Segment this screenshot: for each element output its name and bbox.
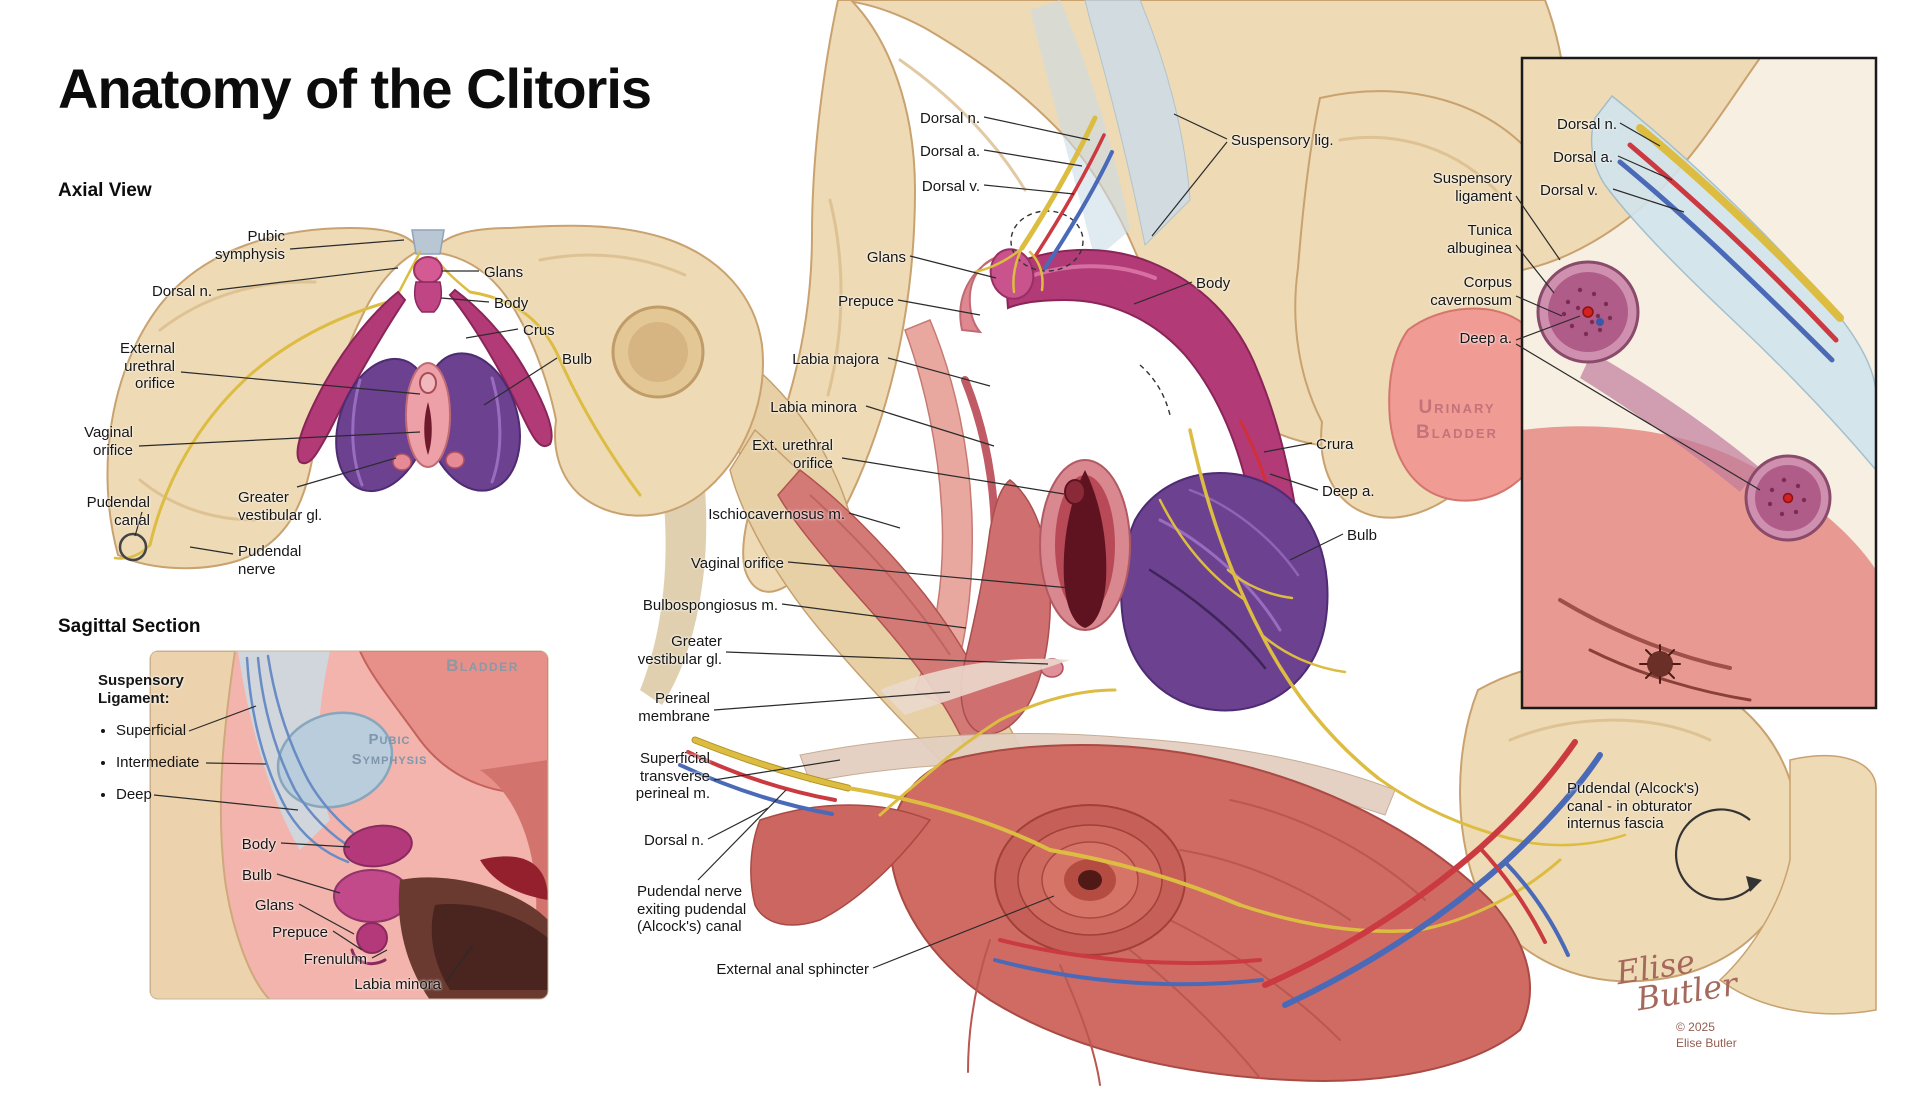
- annotation-pudendal-canal: Pudendal (Alcock's) canal - in obturator…: [1567, 780, 1700, 833]
- inset-fascia-shape: [1590, 94, 1876, 472]
- label-axial-pudendal-nerve: Pudendal nerve: [238, 543, 302, 578]
- label-axial-external-urethral-orifice: External urethral orifice: [119, 340, 175, 393]
- pubic-symphysis-shape: [411, 229, 445, 255]
- label-inset-suspensory-ligament: Suspensory ligament: [1432, 170, 1512, 205]
- copyright-block: © 2025 Elise Butler: [1676, 1020, 1737, 1051]
- label-axial-dorsal-n: Dorsal n.: [151, 283, 212, 300]
- label-sagittal-bulb: Bulb: [241, 867, 272, 884]
- label-main-external-anal-sphincter: External anal sphincter: [716, 961, 869, 978]
- label-axial-vaginal-orifice: Vaginal orifice: [84, 424, 133, 459]
- bulb-sagittal-shape: [333, 869, 411, 923]
- inset-illustration: [1520, 56, 1878, 710]
- label-suspensory-ligament-heading: Suspensory Ligament:: [98, 672, 184, 707]
- label-main-bulbospongiosus: Bulbospongiosus m.: [642, 597, 778, 614]
- label-main-deep-a: Deep a.: [1322, 483, 1375, 500]
- alcock-canal-arrow: [1675, 808, 1756, 901]
- label-main-ischiocavernosus: Ischiocavernosus m.: [708, 506, 845, 523]
- label-sagittal-frenulum: Frenulum: [303, 951, 367, 968]
- main-illustration: [638, 0, 1877, 1086]
- inset-anus-shape: [1639, 644, 1681, 684]
- page-title: Anatomy of the Clitoris: [58, 57, 652, 120]
- label-inset-tunica-albuginea: Tunica albuginea: [1446, 222, 1512, 257]
- ligament-item-superficial: Superficial: [116, 722, 199, 739]
- label-sagittal-labia-minora: Labia minora: [354, 976, 441, 993]
- ligament-item-intermediate: Intermediate: [116, 754, 199, 771]
- label-sagittal-body: Body: [241, 836, 276, 853]
- glans-sagittal-shape: [356, 922, 388, 954]
- vestibular-bulb-shape: [1120, 472, 1329, 712]
- label-main-dorsal-n-2: Dorsal n.: [643, 832, 704, 849]
- label-axial-crus: Crus: [523, 322, 555, 339]
- label-main-vaginal-orifice: Vaginal orifice: [690, 555, 784, 572]
- label-inset-deep-a: Deep a.: [1459, 330, 1512, 347]
- label-main-dorsal-v: Dorsal v.: [921, 178, 980, 195]
- crus-shape: [296, 290, 407, 465]
- suspensory-ligament-shape: [1030, 0, 1130, 260]
- vaginal-orifice-shape: [1063, 470, 1107, 628]
- label-main-pudendal-nerve-exiting: Pudendal nerve exiting pudendal (Alcock'…: [637, 883, 747, 936]
- label-main-body: Body: [1196, 275, 1231, 292]
- label-main-labia-majora: Labia majora: [792, 351, 879, 368]
- embedded-label-urinary-bladder: Urinary Bladder: [1416, 397, 1498, 443]
- label-main-perineal-membrane: Perineal membrane: [638, 690, 710, 725]
- sagittal-section-heading: Sagittal Section: [58, 616, 201, 637]
- copyright-year: © 2025: [1676, 1020, 1715, 1034]
- axial-illustration: [106, 224, 764, 570]
- label-inset-dorsal-n: Dorsal n.: [1557, 116, 1618, 133]
- label-axial-greater-vestibular-gl: Greater vestibular gl.: [238, 489, 323, 524]
- label-main-superficial-transverse-perineal: Superficial transverse perineal m.: [635, 750, 710, 803]
- label-sagittal-prepuce: Prepuce: [272, 924, 328, 941]
- label-inset-dorsal-v: Dorsal v.: [1540, 182, 1599, 199]
- artist-signature: Elise Butler: [1613, 941, 1739, 1018]
- label-main-bulb: Bulb: [1347, 527, 1378, 544]
- label-axial-glans: Glans: [484, 264, 524, 281]
- label-main-prepuce: Prepuce: [838, 293, 894, 310]
- inset-frame: [1520, 56, 1878, 710]
- urethral-orifice-shape: [1064, 479, 1086, 505]
- label-axial-body: Body: [494, 295, 529, 312]
- label-inset-dorsal-a: Dorsal a.: [1553, 149, 1614, 166]
- anal-sphincter-shape: [994, 804, 1186, 956]
- label-axial-pubic-symphysis: Pubic symphysis: [214, 228, 285, 263]
- label-main-suspensory-lig: Suspensory lig.: [1231, 132, 1334, 149]
- label-axial-pudendal-canal: Pudendal canal: [86, 494, 150, 529]
- copyright-artist: Elise Butler: [1676, 1035, 1737, 1050]
- label-main-crura: Crura: [1316, 436, 1354, 453]
- label-inset-corpus-cavernosum: Corpus cavernosum: [1430, 274, 1512, 309]
- embedded-label-bladder: Bladder: [446, 656, 519, 675]
- corpus-cavernosum-cross-section: [1536, 260, 1640, 364]
- label-axial-bulb: Bulb: [562, 351, 593, 368]
- label-main-greater-vestibular-gl: Greater vestibular gl.: [637, 633, 722, 668]
- glans-axial-shape: [413, 256, 443, 284]
- body-sagittal-shape: [343, 824, 413, 868]
- bulbospongiosus-shape: [960, 479, 1052, 735]
- suspensory-ligament-list: Superficial Intermediate Deep: [100, 722, 199, 818]
- levator-ani-shape: [888, 744, 1531, 1082]
- embedded-label-pubic-symphysis: Pubic Symphysis: [351, 731, 428, 769]
- pubic-symphysis-sagittal-shape: [276, 711, 394, 809]
- label-main-labia-minora: Labia minora: [770, 399, 857, 416]
- label-sagittal-glans: Glans: [254, 897, 294, 914]
- label-main-dorsal-a: Dorsal a.: [919, 143, 980, 160]
- sagittal-illustration: [149, 650, 549, 1000]
- label-main-ext-urethral-orifice: Ext. urethral orifice: [752, 437, 833, 472]
- ligament-item-deep: Deep: [116, 786, 199, 803]
- leader-lines: [134, 113, 1761, 983]
- pudendal-canal-shape: [118, 532, 148, 562]
- axial-view-heading: Axial View: [58, 180, 152, 201]
- body-axial-shape: [413, 281, 443, 313]
- label-main-dorsal-n: Dorsal n.: [919, 110, 980, 127]
- label-main-glans: Glans: [866, 249, 906, 266]
